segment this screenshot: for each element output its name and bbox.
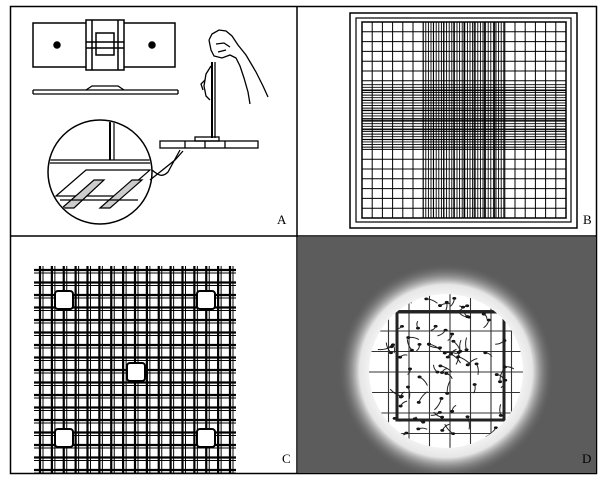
sperm-tail (476, 363, 479, 375)
sperm-tail (459, 339, 462, 352)
sperm-tail (406, 339, 413, 351)
sperm-tail (434, 398, 442, 411)
sperm-tail (392, 344, 396, 354)
sperm-tail (394, 417, 401, 422)
sperm-tail (463, 309, 468, 317)
sperm-tail (441, 367, 448, 373)
sperm-tail (408, 336, 420, 340)
sperm-tail (455, 352, 460, 365)
sperm-tail (485, 352, 493, 357)
grid-marker-square (126, 362, 146, 382)
sperm-tail (400, 400, 408, 407)
panel-label-d: D (582, 451, 591, 466)
microscope-field (369, 294, 523, 448)
sperm-tail (446, 380, 451, 394)
sperm-tail (416, 320, 419, 329)
sperm-tail (407, 368, 411, 375)
sperm-tail (389, 388, 402, 397)
sperm-tail (450, 298, 455, 307)
sperm-tail (416, 344, 421, 352)
grid-outline (361, 21, 567, 219)
sperm-tail (426, 344, 440, 349)
grid-marker-square (54, 290, 74, 310)
sperm-tail (441, 423, 450, 431)
grid-marker-square (196, 290, 216, 310)
sperm-tail (504, 366, 515, 370)
panel-label-c: C (282, 451, 291, 466)
sperm-tail (428, 343, 442, 351)
sperm-cells (377, 296, 515, 438)
sperm-tail (457, 306, 464, 312)
sperm-tail (377, 346, 392, 351)
sperm-tail (430, 326, 437, 331)
sperm-tail (418, 391, 428, 403)
panel-label-b: B (583, 212, 592, 227)
sperm-tail (446, 373, 453, 379)
sperm-tail (467, 416, 470, 430)
counting-chamber-top-view (32, 19, 176, 71)
sperm-tail (451, 404, 457, 412)
hemocytometer-grid (361, 21, 567, 219)
counting-chamber-side-view (32, 85, 179, 95)
panel-c: C (34, 266, 291, 474)
sperm-tail (473, 384, 476, 394)
sperm-tail (399, 354, 408, 358)
panel-b: B (349, 12, 592, 229)
sperm-tail (447, 333, 453, 341)
sperm-tail (437, 329, 447, 337)
sperm-tail (495, 340, 505, 345)
panel-d: D (298, 237, 596, 473)
sperm-tail (465, 337, 468, 350)
sperm-tail (406, 418, 416, 422)
sperm-tail (500, 380, 506, 389)
slide-in-use (159, 136, 259, 149)
sperm-tail (483, 313, 488, 320)
sperm-tail (439, 302, 451, 306)
sperm-tail (483, 319, 490, 329)
grid-marker-square (54, 428, 74, 448)
sperm-tail (415, 416, 424, 423)
sperm-tail (447, 348, 457, 358)
grid-frame-inner (355, 17, 572, 223)
figure-frame (9, 5, 598, 475)
sperm-tail (419, 376, 428, 386)
counting-grid-pattern (34, 266, 236, 474)
sperm-tail (433, 411, 443, 418)
sperm-tail (395, 325, 403, 330)
sperm-tail (444, 423, 454, 435)
panel-a: A (32, 19, 287, 227)
sperm-tail (467, 358, 478, 366)
panel-label-a: A (277, 212, 287, 227)
sperm-tail (499, 370, 504, 382)
sperm-tail (418, 427, 428, 430)
sperm-tail (407, 386, 411, 400)
sperm-tail (499, 404, 502, 416)
sperm-tail (450, 353, 462, 364)
sperm-tail (426, 298, 438, 304)
grid-marker-square (196, 428, 216, 448)
sperm-tail (433, 364, 438, 373)
magnified-chamber-view (47, 119, 184, 225)
hand-with-pipette (200, 29, 269, 138)
